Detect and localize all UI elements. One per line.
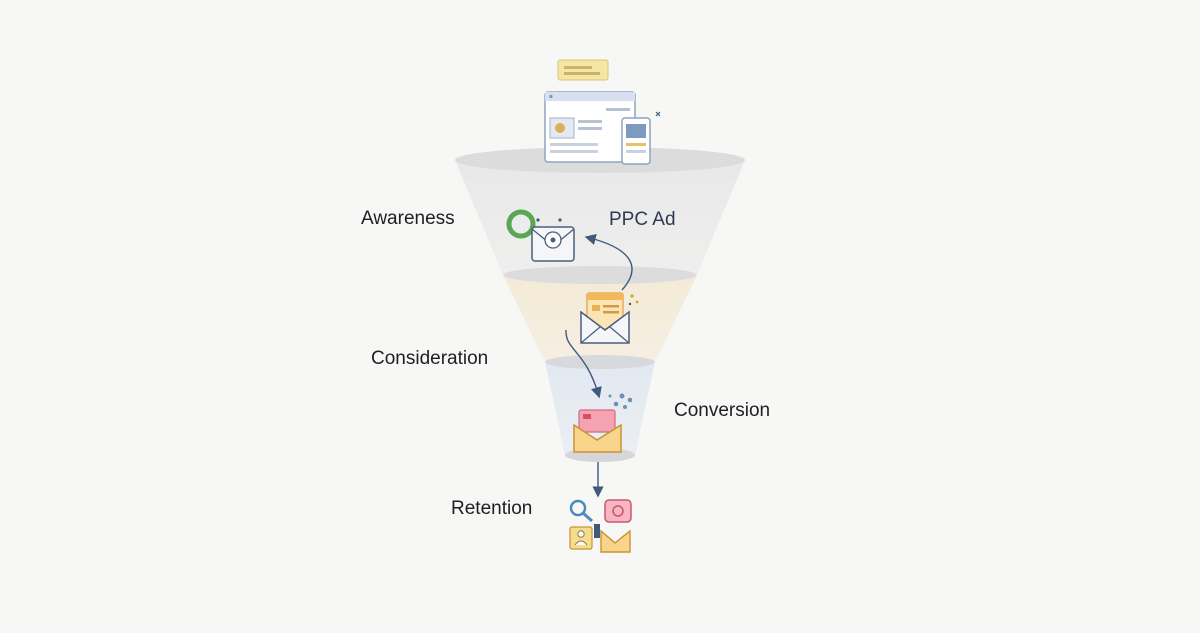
retention-icons-cluster: [569, 499, 632, 553]
stage-label-retention: Retention: [451, 498, 533, 519]
arrow-ppc-to-awareness: [584, 233, 633, 291]
stage-label-awareness: Awareness: [361, 208, 455, 229]
arrow-consideration-to-conversion: [565, 329, 602, 399]
ppc-ad-label: PPC Ad: [609, 209, 676, 230]
stage-label-conversion: Conversion: [674, 400, 771, 421]
funnel-top-section: [455, 147, 745, 275]
email-open-icon: [506, 209, 575, 262]
purchase-envelope-icon: [573, 393, 633, 453]
newsletter-envelope-icon: [580, 292, 639, 344]
stage-label-consideration: Consideration: [371, 348, 489, 369]
website-browser-icon: [544, 59, 661, 165]
flow-arrows: [565, 233, 633, 498]
